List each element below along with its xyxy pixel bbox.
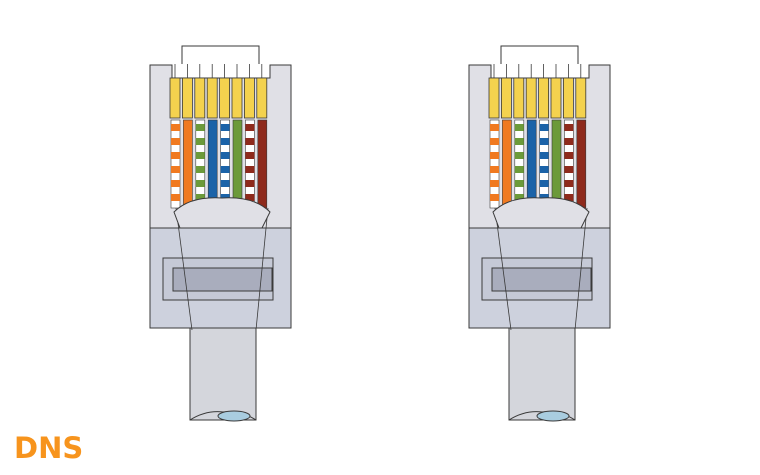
dns-logo: DNS: [14, 432, 83, 462]
wire-stripe-1: [171, 166, 180, 173]
wire-stripe-7: [564, 152, 574, 159]
wire-stripe-5: [539, 166, 549, 173]
wire-stripe-7: [245, 152, 255, 159]
wire-stripe-1: [171, 152, 180, 159]
wire-stripe-3: [195, 194, 205, 201]
contact-7: [563, 77, 574, 119]
wire-stripe-3: [514, 180, 524, 187]
wire-stripe-7: [564, 166, 574, 173]
wire-stripe-3: [514, 138, 524, 145]
wire-stripe-7: [564, 194, 574, 201]
contact-5: [219, 77, 230, 119]
connector-right: [468, 45, 611, 422]
wire-stripe-5: [539, 152, 549, 159]
contact-7: [244, 77, 255, 119]
wire-stripe-1: [490, 194, 499, 201]
wire-stripe-1: [171, 194, 180, 201]
cable-end: [217, 410, 251, 422]
cable-body: [508, 327, 576, 421]
wire-stripe-3: [195, 138, 205, 145]
wire-stripe-3: [514, 124, 524, 131]
contact-4: [206, 77, 218, 119]
wire-stripe-7: [564, 124, 574, 131]
wire-2: [502, 119, 512, 209]
wire-stripe-5: [220, 138, 230, 145]
wire-stripe-5: [220, 166, 230, 173]
wire-4: [526, 119, 537, 209]
wire-4: [207, 119, 218, 209]
wire-stripe-5: [539, 124, 549, 131]
wire-stripe-3: [514, 166, 524, 173]
wire-stripe-3: [195, 166, 205, 173]
top-frame: [181, 45, 260, 64]
jacket-line-right: [255, 207, 269, 331]
wire-2: [183, 119, 193, 209]
jacket-cut: [492, 197, 590, 229]
wire-stripe-1: [171, 138, 180, 145]
wire-stripe-1: [171, 124, 180, 131]
jacket-line-left: [175, 207, 193, 331]
wire-stripe-7: [564, 138, 574, 145]
wire-stripe-5: [220, 180, 230, 187]
top-frame: [500, 45, 579, 64]
wire-stripe-7: [245, 166, 255, 173]
contact-6: [550, 77, 562, 119]
wire-stripe-1: [171, 180, 180, 187]
wire-stripe-3: [514, 194, 524, 201]
contact-1: [488, 77, 500, 119]
wire-stripe-5: [220, 124, 230, 131]
cable-body: [189, 327, 257, 421]
wire-stripe-5: [539, 180, 549, 187]
contact-1: [169, 77, 181, 119]
contact-6: [231, 77, 243, 119]
wire-stripe-3: [195, 124, 205, 131]
wire-stripe-1: [490, 180, 499, 187]
jacket-line-left: [494, 207, 512, 331]
wire-stripe-1: [490, 124, 499, 131]
wire-6: [232, 119, 243, 209]
connector-left: [149, 45, 292, 422]
wire-1: [489, 119, 500, 209]
wire-8: [257, 119, 268, 209]
wire-8: [576, 119, 587, 209]
wire-stripe-3: [514, 152, 524, 159]
wire-6: [551, 119, 562, 209]
wire-stripe-1: [490, 152, 499, 159]
contact-2: [182, 77, 193, 119]
wire-stripe-7: [245, 194, 255, 201]
contact-2: [501, 77, 512, 119]
wire-stripe-1: [490, 138, 499, 145]
contact-3: [513, 77, 525, 119]
latch-inner: [491, 267, 592, 292]
wire-stripe-3: [195, 152, 205, 159]
wire-stripe-7: [245, 124, 255, 131]
wire-stripe-5: [539, 138, 549, 145]
cable-end: [536, 410, 570, 422]
contact-4: [525, 77, 537, 119]
contact-8: [256, 77, 268, 119]
wire-stripe-3: [195, 180, 205, 187]
wire-stripe-7: [245, 180, 255, 187]
latch-inner: [172, 267, 273, 292]
logo-text: DNS: [14, 432, 83, 462]
wire-stripe-7: [564, 180, 574, 187]
jacket-line-right: [574, 207, 588, 331]
contact-3: [194, 77, 206, 119]
contact-8: [575, 77, 587, 119]
jacket-cut: [173, 197, 271, 229]
wire-stripe-7: [245, 138, 255, 145]
wire-stripe-5: [220, 152, 230, 159]
wire-1: [170, 119, 181, 209]
wire-stripe-1: [490, 166, 499, 173]
contact-5: [538, 77, 549, 119]
